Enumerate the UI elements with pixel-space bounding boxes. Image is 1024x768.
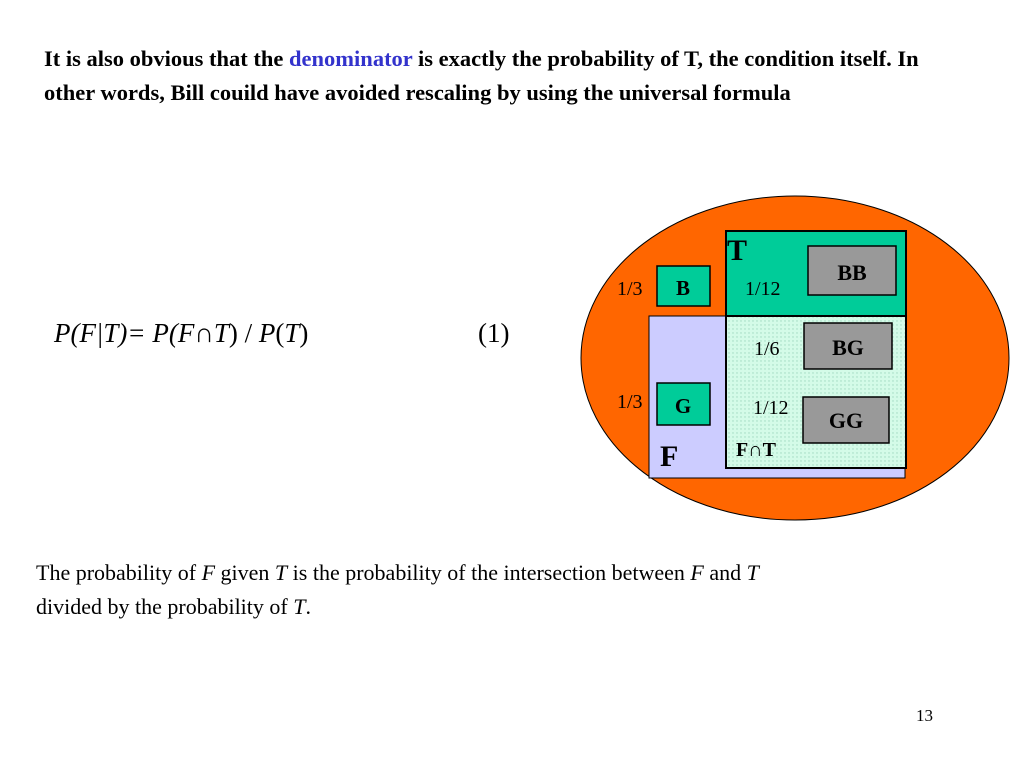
intersection-symbol: ∩ <box>194 318 214 348</box>
bg-box <box>803 322 893 370</box>
g-box <box>656 382 711 426</box>
formula-part-4: ( <box>275 318 285 348</box>
f-label: F <box>660 440 678 473</box>
page-number: 13 <box>916 706 933 725</box>
intro-paragraph: It is also obvious that the denominator … <box>44 42 974 110</box>
caption-text: given <box>215 560 275 585</box>
equation-number: (1) <box>478 318 510 348</box>
bb-probability: 1/12 <box>745 278 781 300</box>
caption-text: divided by the probability of <box>36 594 294 619</box>
g-probability: 1/3 <box>617 391 643 413</box>
b-probability: 1/3 <box>617 278 643 300</box>
formula-part-6: ) <box>299 318 309 348</box>
bb-box <box>807 245 897 296</box>
formula-part-2: ) / <box>228 318 259 348</box>
gg-box <box>802 396 890 444</box>
caption-f: F <box>690 560 704 585</box>
conditional-probability-formula: P(F|T)= P(F∩T) / P(T) <box>54 318 308 349</box>
caption-t: T <box>746 560 759 585</box>
b-box <box>656 265 711 307</box>
formula-part-5: T <box>284 318 300 348</box>
t-label: T <box>727 234 747 267</box>
caption-text: The probability of <box>36 560 202 585</box>
caption-text: . <box>305 594 311 619</box>
caption-t: T <box>274 560 288 585</box>
gg-label: GG <box>829 408 863 433</box>
caption-f: F <box>201 560 216 585</box>
caption-paragraph: The probability of F given T is the prob… <box>36 556 796 624</box>
bg-probability: 1/6 <box>754 338 780 360</box>
caption-text: and <box>703 560 747 585</box>
formula-part-3: P <box>258 318 276 348</box>
gg-probability: 1/12 <box>753 397 789 419</box>
formula-part-1: P(F|T)= P(F <box>54 318 195 348</box>
bb-label: BB <box>837 260 867 285</box>
bg-label: BG <box>832 335 864 360</box>
intro-text-start: It is also obvious that the <box>44 46 290 71</box>
formula-t: T <box>213 318 229 348</box>
g-label: G <box>675 394 691 418</box>
intersection-label: F∩T <box>736 439 777 461</box>
b-label: B <box>676 276 690 300</box>
denominator-highlight: denominator <box>289 46 413 71</box>
intro-text-end: is exactly the probability of T, the con… <box>44 46 919 105</box>
caption-text: is the probability of the intersection b… <box>287 560 691 585</box>
caption-t: T <box>293 594 306 619</box>
